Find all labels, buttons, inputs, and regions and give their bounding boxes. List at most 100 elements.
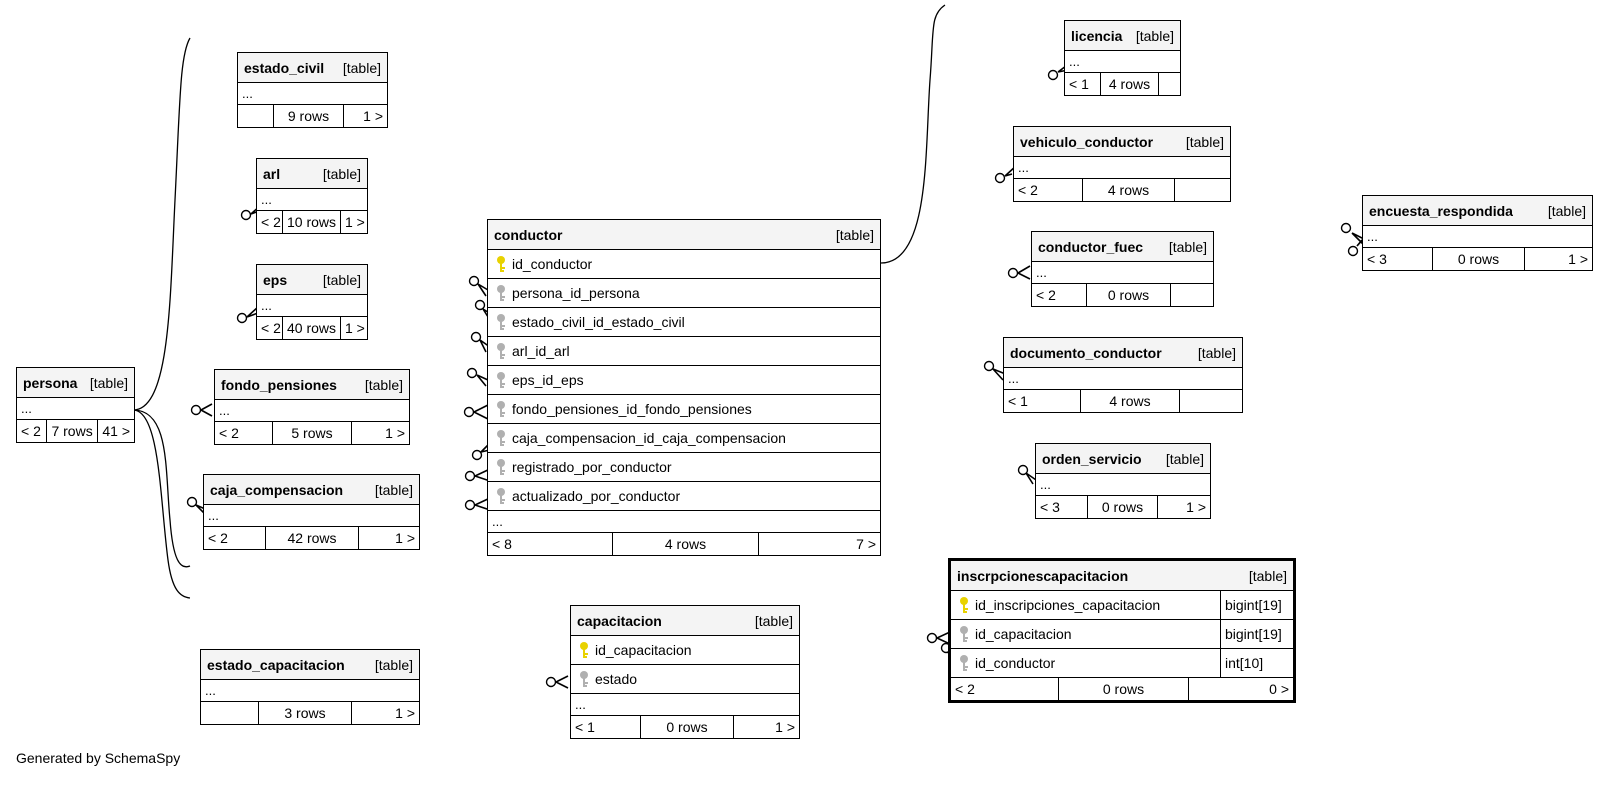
column-row[interactable]: id_capacitacion [571, 636, 799, 665]
table-orden-servicio[interactable]: orden_servicio[table] ... < 3 0 rows 1 > [1035, 443, 1211, 519]
column-name: persona_id_persona [512, 285, 640, 301]
child-count: 1 > [395, 705, 415, 721]
table-type: [table] [89, 374, 128, 391]
column-row[interactable]: registrado_por_conductor [488, 453, 880, 482]
row-count: 0 rows [1087, 284, 1171, 306]
table-fondo-pensiones[interactable]: fondo_pensiones[table] ... < 2 5 rows 1 … [214, 369, 410, 445]
relation-endpoint [1340, 222, 1352, 234]
child-count: 1 > [345, 320, 365, 336]
table-persona[interactable]: persona[table] ... < 2 7 rows 41 > [16, 367, 135, 443]
column-row[interactable]: estado_civil_id_estado_civil [488, 308, 880, 337]
column-row[interactable]: id_conductor [488, 250, 880, 279]
primary-key-icon [957, 596, 971, 614]
parent-count [238, 105, 274, 127]
table-documento-conductor[interactable]: documento_conductor[table] ... < 1 4 row… [1003, 337, 1243, 413]
relation-edge [132, 409, 191, 599]
column-row[interactable]: persona_id_persona [488, 279, 880, 308]
row-count: 9 rows [274, 105, 344, 127]
parent-count: < 8 [488, 533, 613, 555]
child-count: 1 > [775, 719, 795, 735]
parent-count: < 2 [1032, 284, 1087, 306]
column-row[interactable]: eps_id_eps [488, 366, 880, 395]
column-row[interactable]: actualizado_por_conductor [488, 482, 880, 511]
table-name: inscrpcionescapacitacion [957, 567, 1129, 584]
parent-count: < 1 [1065, 73, 1101, 95]
table-type: [table] [1197, 344, 1236, 361]
column-name: eps_id_eps [512, 372, 584, 388]
column-row[interactable]: estado [571, 665, 799, 694]
table-encuesta-respondida[interactable]: encuesta_respondida[table] ... < 3 0 row… [1362, 195, 1593, 271]
table-name: licencia [1071, 27, 1123, 44]
relation-endpoint [1047, 69, 1059, 81]
column-row[interactable]: arl_id_arl [488, 337, 880, 366]
table-estado-capacitacion[interactable]: estado_capacitacion[table] ... 3 rows 1 … [200, 649, 420, 725]
relation-endpoint [190, 404, 202, 416]
row-count: 0 rows [1088, 496, 1158, 518]
parent-count [201, 702, 259, 724]
child-count: 1 > [345, 214, 365, 230]
column-name: id_inscripciones_capacitacion [975, 597, 1161, 613]
columns-ellipsis: ... [1014, 157, 1230, 179]
table-caja-compensacion[interactable]: caja_compensacion[table] ... < 2 42 rows… [203, 474, 420, 550]
columns-ellipsis: ... [1032, 262, 1213, 284]
table-licencia[interactable]: licencia[table] ... < 1 4 rows [1064, 20, 1181, 96]
table-name: orden_servicio [1042, 450, 1142, 467]
table-name: vehiculo_conductor [1020, 133, 1154, 150]
table-name: encuesta_respondida [1369, 202, 1513, 219]
column-row[interactable]: id_inscripciones_capacitacion bigint[19] [951, 591, 1293, 620]
relation-endpoint [464, 470, 476, 482]
relation-endpoint [471, 449, 483, 461]
table-arl[interactable]: arl[table] ... < 2 10 rows 1 > [256, 158, 368, 234]
columns-ellipsis: ... [1036, 474, 1210, 496]
child-count [1159, 73, 1180, 95]
table-name: caja_compensacion [210, 481, 344, 498]
table-name: conductor [494, 226, 563, 243]
row-count: 4 rows [1101, 73, 1159, 95]
relation-endpoint [463, 406, 475, 418]
table-type: [table] [754, 612, 793, 629]
relation-endpoint [470, 331, 482, 343]
column-name: id_capacitacion [975, 626, 1072, 642]
row-count: 5 rows [273, 422, 352, 444]
table-conductor-fuec[interactable]: conductor_fuec[table] ... < 2 0 rows [1031, 231, 1214, 307]
columns-ellipsis: ... [215, 400, 409, 422]
child-count: 7 > [856, 536, 876, 552]
table-inscrpcionescapacitacion[interactable]: inscrpcionescapacitacion[table] id_inscr… [948, 558, 1296, 703]
child-count: 1 > [1568, 251, 1588, 267]
row-count: 10 rows [283, 211, 341, 233]
relation-endpoint [1007, 267, 1019, 279]
table-type: [table] [1165, 450, 1204, 467]
table-vehiculo-conductor[interactable]: vehiculo_conductor[table] ... < 2 4 rows [1013, 126, 1231, 202]
row-count: 0 rows [1059, 678, 1189, 700]
relation-edge [132, 409, 191, 568]
table-type: [table] [364, 376, 403, 393]
column-type: bigint[19] [1220, 591, 1293, 619]
column-row[interactable]: fondo_pensiones_id_fondo_pensiones [488, 395, 880, 424]
child-count [1175, 179, 1230, 201]
relation-endpoint [468, 275, 480, 287]
row-count: 42 rows [266, 527, 359, 549]
relation-edge [132, 37, 191, 411]
column-row[interactable]: caja_compensacion_id_caja_compensacion [488, 424, 880, 453]
foreign-key-icon [494, 458, 508, 476]
column-name: estado_civil_id_estado_civil [512, 314, 685, 330]
child-count: 1 > [1186, 499, 1206, 515]
row-count: 4 rows [1081, 390, 1180, 412]
crowfoot-mark [200, 403, 213, 417]
columns-ellipsis: ... [488, 511, 880, 533]
table-name: capacitacion [577, 612, 662, 629]
relation-edge [880, 4, 946, 264]
table-estado-civil[interactable]: estado_civil[table] ... 9 rows 1 > [237, 52, 388, 128]
relation-endpoint [186, 496, 198, 508]
foreign-key-icon [494, 284, 508, 302]
table-type: [table] [1547, 202, 1586, 219]
table-eps[interactable]: eps[table] ... < 2 40 rows 1 > [256, 264, 368, 340]
parent-count: < 2 [1014, 179, 1083, 201]
table-type: [table] [374, 656, 413, 673]
